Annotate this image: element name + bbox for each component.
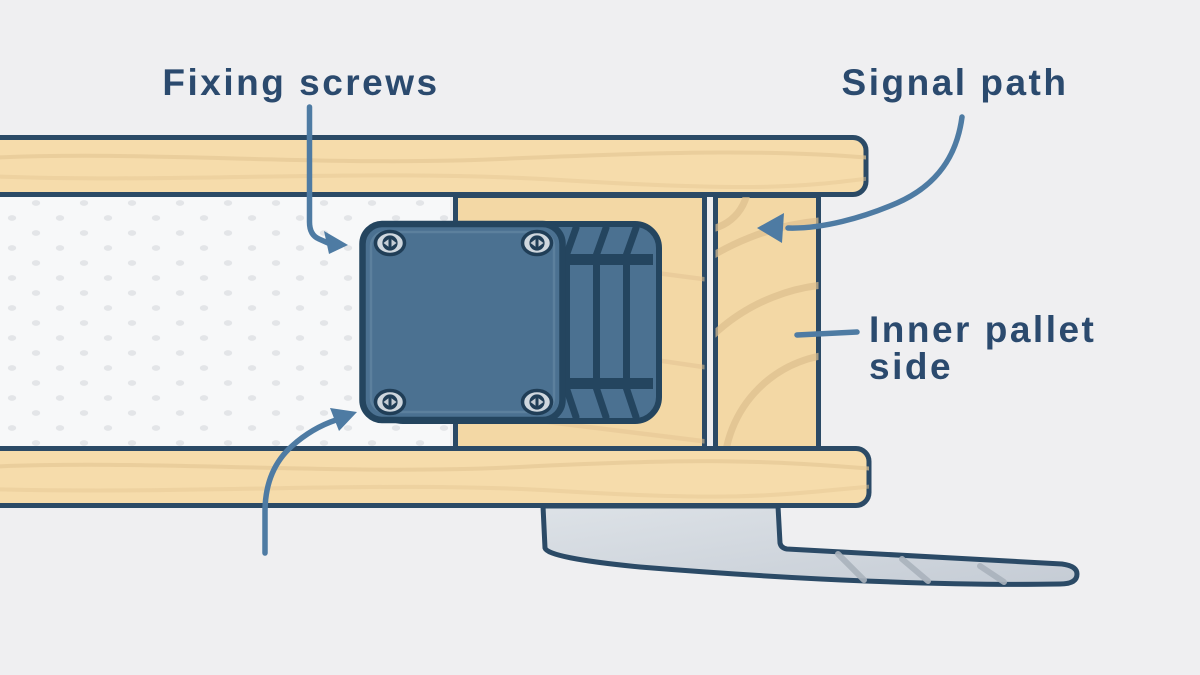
fixing-screw [520, 229, 554, 257]
bracket-hatch-marks [835, 551, 1007, 585]
fixing-screws-arrow-top [306, 104, 348, 254]
device-rib-gaps [562, 224, 640, 421]
tracker-device [359, 220, 662, 424]
fixing-screws [373, 229, 554, 416]
fixing-screw [520, 388, 554, 416]
device-rib-bands [558, 254, 653, 389]
label-inner-pallet-side: Inner pallet side [869, 309, 1097, 387]
inner-pallet-side-pointer [794, 329, 860, 338]
label-fixing-screws: Fixing screws [162, 62, 440, 103]
inner-pallet-side-board [713, 193, 821, 454]
label-signal-path: Signal path [841, 62, 1069, 103]
top-deck-board [0, 135, 869, 197]
wood-grain-lines [0, 459, 869, 499]
device-faceplate [359, 220, 566, 424]
signal-path-arrow [757, 114, 965, 243]
annotation-arrows [262, 104, 965, 556]
metal-bracket [540, 503, 1080, 587]
fixing-screw [373, 388, 407, 416]
fixing-screws-arrow-bottom [262, 408, 357, 556]
wood-grain-lines [0, 150, 866, 190]
bottom-deck-board [0, 446, 872, 508]
fixing-screw [373, 229, 407, 257]
